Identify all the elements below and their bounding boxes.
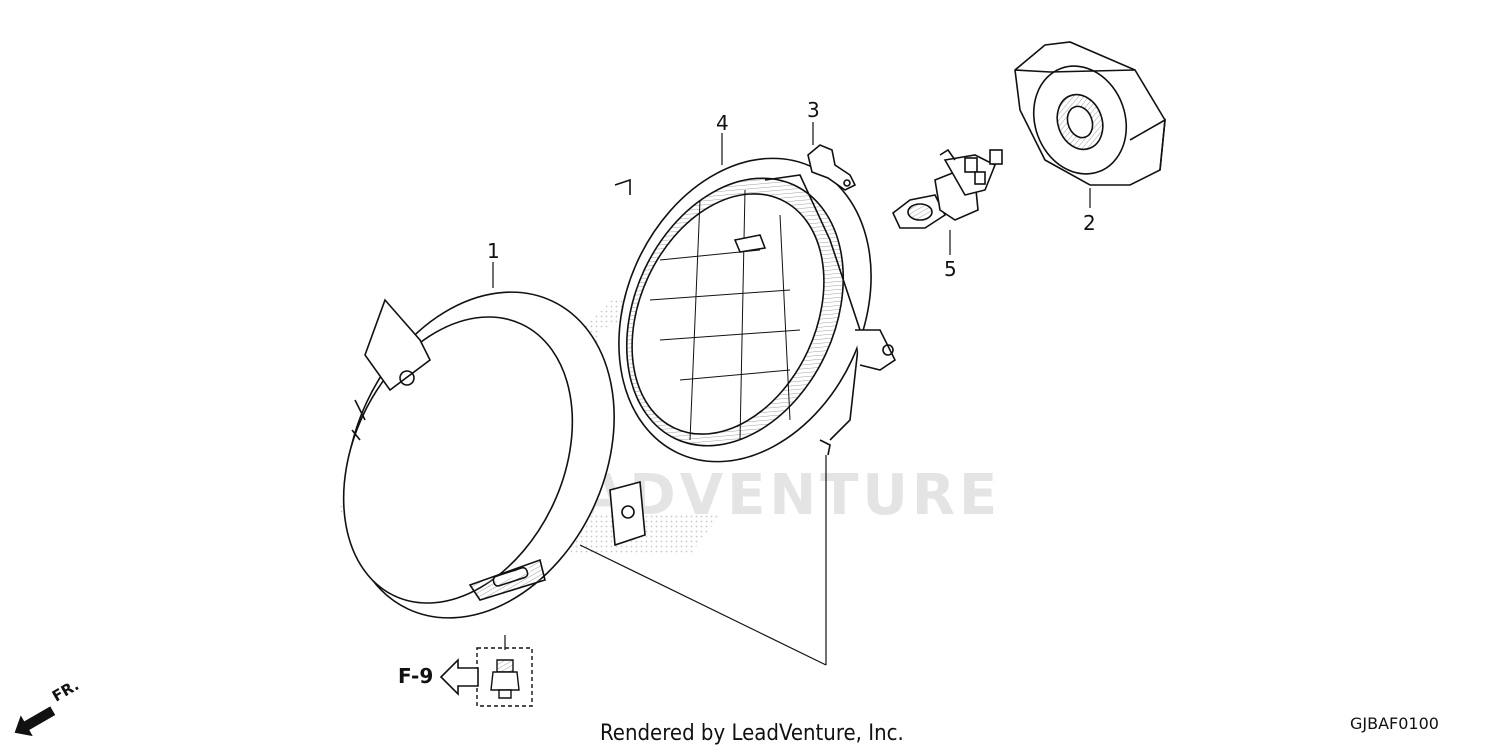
- part-1-headlight-case[interactable]: [295, 248, 665, 662]
- reference-arrow-icon: [439, 658, 479, 696]
- drawing-code: GJBAF0100: [1350, 714, 1439, 733]
- callout-4: 4: [716, 111, 729, 135]
- front-direction-arrow-icon: [14, 706, 56, 737]
- callout-5: 5: [944, 257, 957, 281]
- bolt-part[interactable]: [476, 647, 533, 707]
- callout-2: 2: [1083, 211, 1096, 235]
- part-2-rear-cover[interactable]: [1014, 41, 1166, 187]
- part-3-clip[interactable]: [807, 144, 857, 191]
- footer-credit: Rendered by LeadVenture, Inc.: [600, 721, 904, 746]
- callout-3: 3: [807, 98, 820, 122]
- leader-lines: [492, 122, 1091, 666]
- part-4-headlight-unit[interactable]: [571, 117, 918, 503]
- part-5-bulb[interactable]: [892, 148, 1003, 229]
- reference-label[interactable]: F-9: [398, 664, 433, 688]
- direction-label: FR.: [49, 676, 82, 705]
- callout-1: 1: [487, 239, 500, 263]
